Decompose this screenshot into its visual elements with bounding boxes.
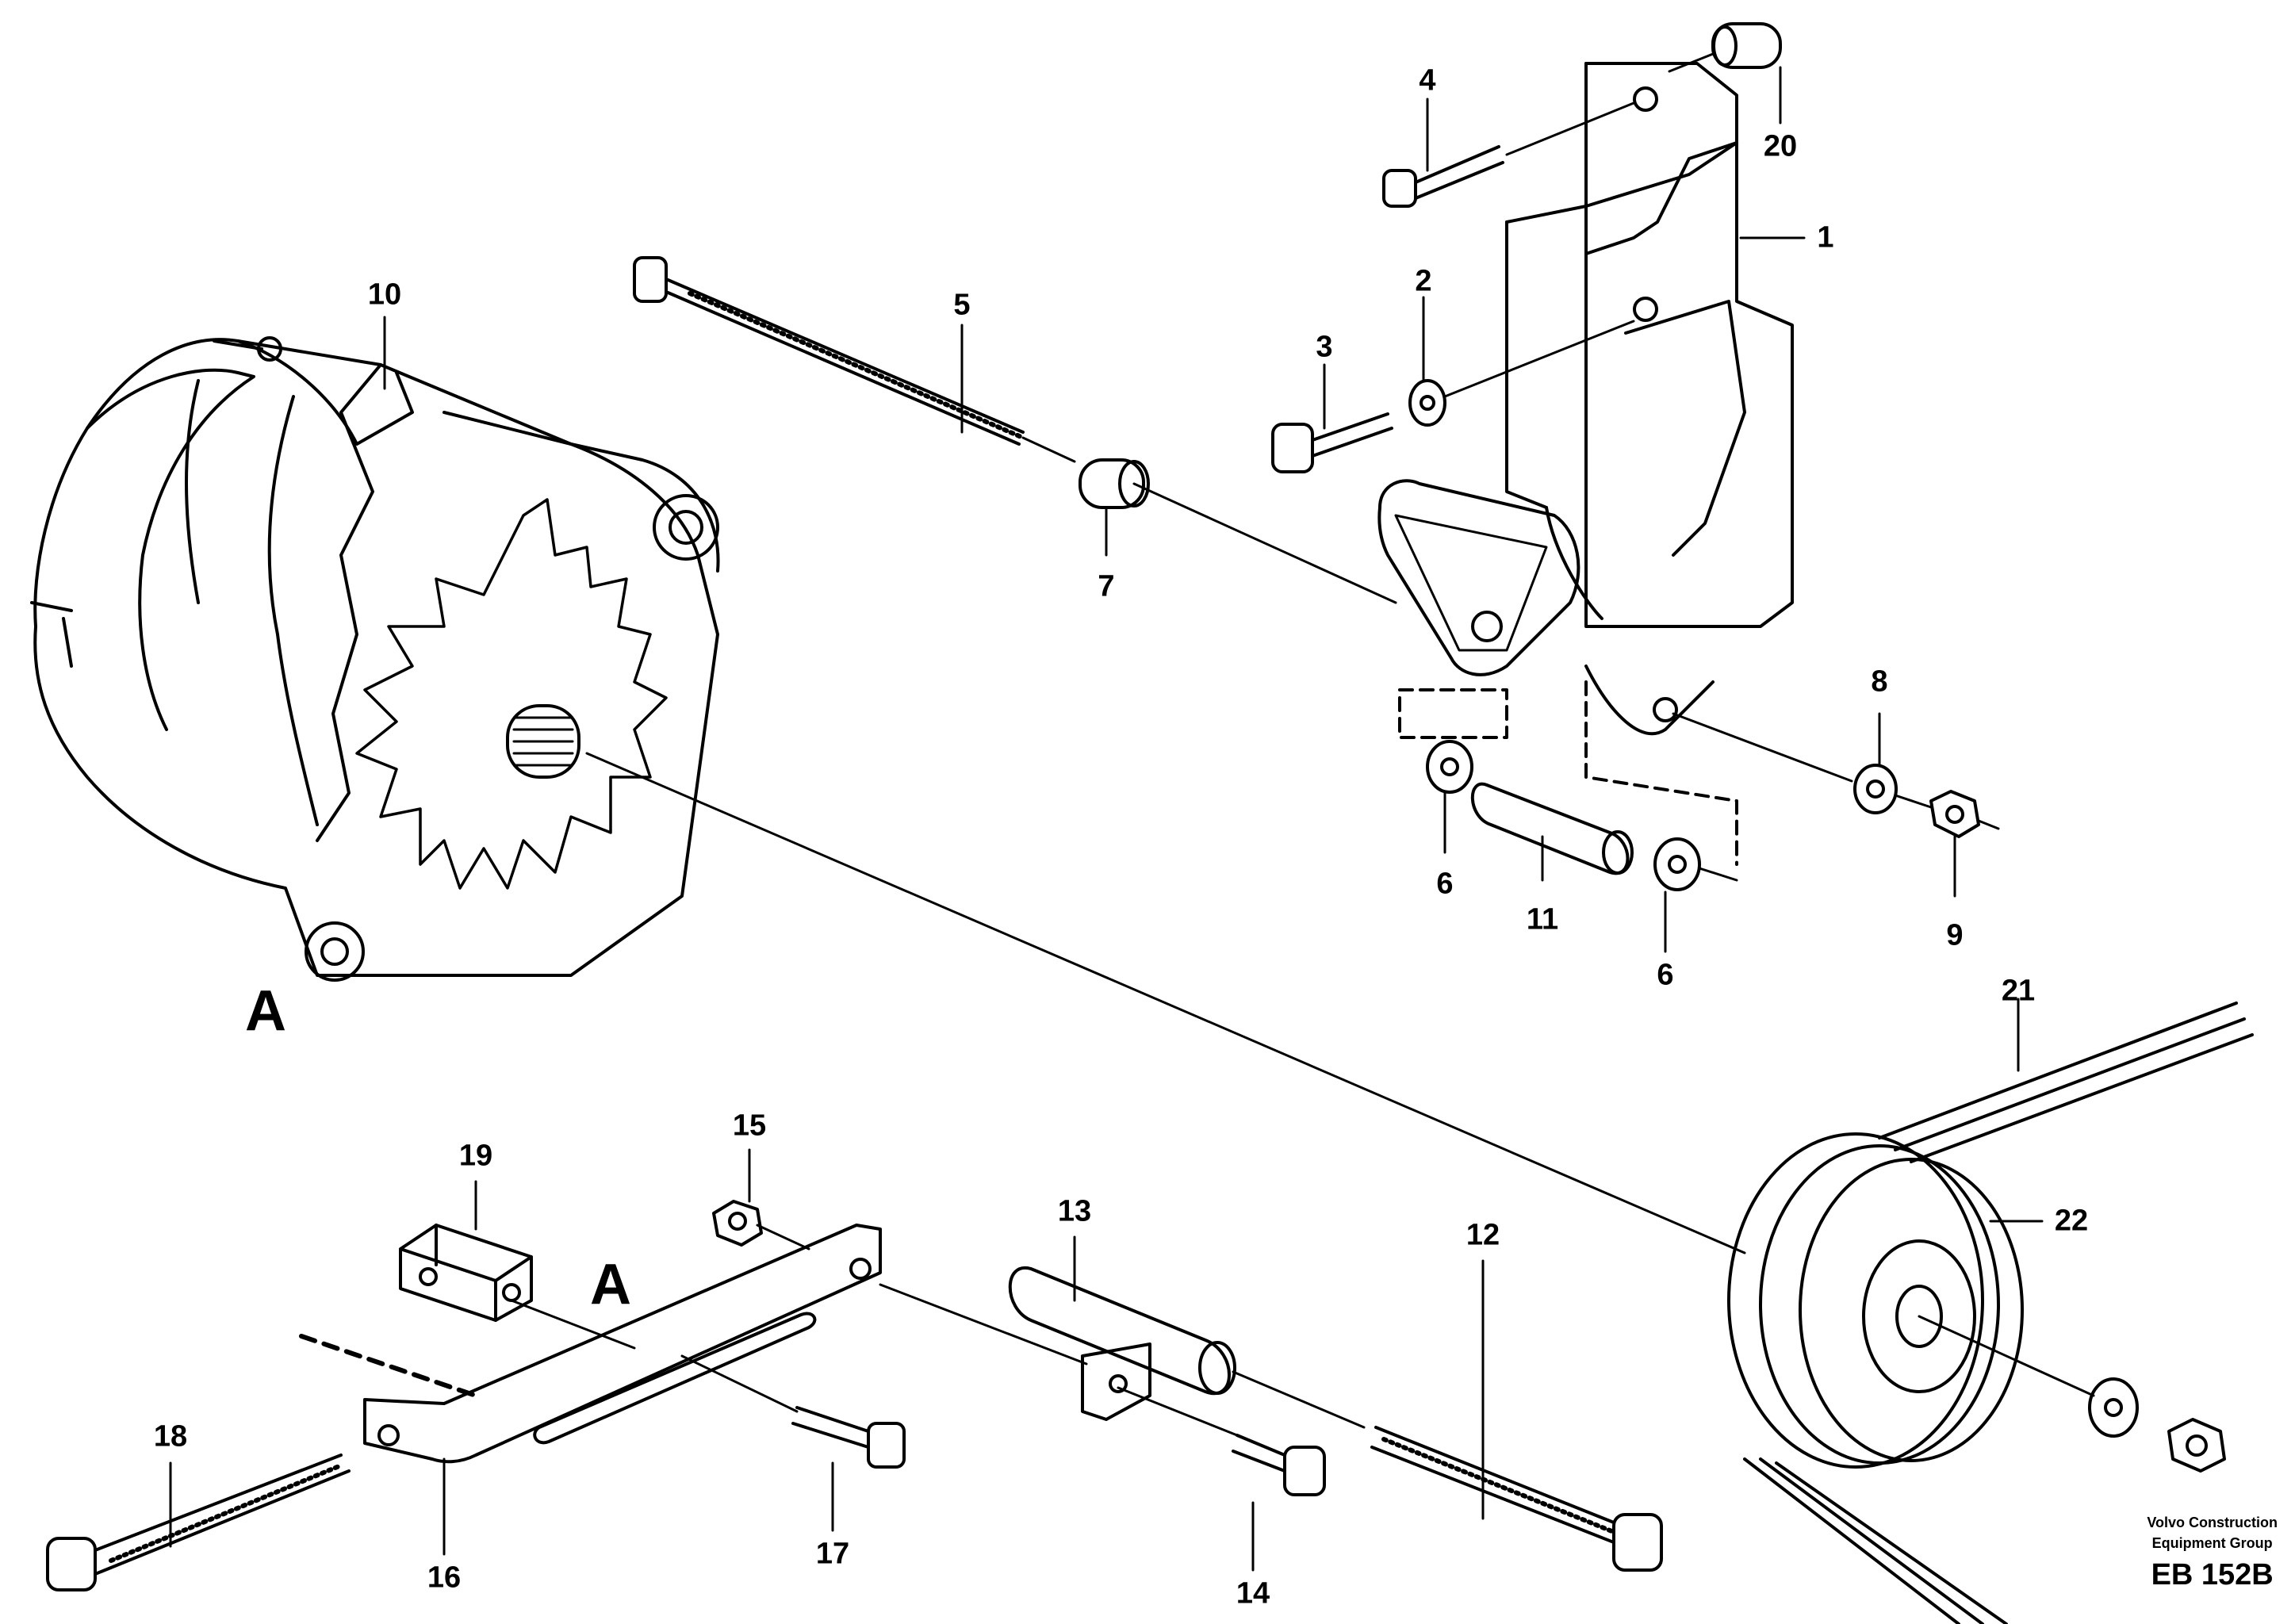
bracket-13: [879, 1266, 1366, 1437]
nut-15: [712, 1200, 810, 1251]
pin-11: [1470, 782, 1634, 875]
company-name-line-1: Volvo Construction: [2147, 1515, 2278, 1530]
callout-8: 8: [1871, 665, 1888, 699]
callout-20: 20: [1763, 129, 1798, 163]
callout-7: 7: [1098, 569, 1115, 603]
callout-17: 17: [815, 1537, 850, 1571]
callout-19: 19: [458, 1139, 493, 1173]
callout-16: 16: [427, 1561, 462, 1595]
bolt-17: [680, 1354, 906, 1469]
adjusting-bar-16: [299, 1224, 882, 1464]
alternator: [30, 336, 720, 982]
callout-18: 18: [153, 1419, 188, 1454]
bolt-14: [1232, 1434, 1326, 1496]
callout-6-left: 6: [1436, 867, 1454, 901]
callout-12: 12: [1466, 1218, 1500, 1252]
washer-6-right: [1653, 837, 1738, 891]
view-label-bracket: A: [590, 1253, 631, 1316]
callout-4: 4: [1419, 63, 1436, 98]
callout-21: 21: [2001, 974, 2036, 1008]
pulley-washer: [2088, 1377, 2139, 1438]
bolt-12: [1370, 1426, 1663, 1572]
v-belt-21: [1743, 1002, 2254, 1624]
company-name-line-2: Equipment Group: [2151, 1535, 2273, 1551]
pulley-22: [1727, 1132, 2095, 1469]
bolt-4: [1382, 102, 1635, 208]
callout-5: 5: [953, 288, 971, 322]
block-19: [399, 1224, 636, 1350]
view-label-alternator: A: [245, 979, 286, 1043]
bolt-3: [1271, 412, 1393, 473]
washer-2: [1408, 320, 1635, 427]
drawing-code: EB 152B: [2151, 1558, 2274, 1591]
callout-13: 13: [1057, 1194, 1092, 1228]
callout-3: 3: [1316, 330, 1333, 364]
spacer-7: [1079, 458, 1397, 604]
callout-6-right: 6: [1657, 958, 1674, 992]
callout-15: 15: [732, 1109, 767, 1143]
pulley-nut: [2167, 1418, 2226, 1473]
callout-1: 1: [1817, 220, 1834, 255]
callout-11: 11: [1526, 902, 1559, 936]
leader-lines: [169, 66, 2044, 1572]
callout-9: 9: [1946, 918, 1964, 952]
nut-9: [1894, 790, 2000, 838]
washer-8: [1672, 712, 1898, 814]
bolt-18: [46, 1454, 351, 1591]
washer-6-left: [1426, 740, 1473, 794]
assembly-axis-line: [585, 752, 1746, 1254]
bolt-5: [633, 256, 1076, 463]
callout-2: 2: [1415, 264, 1432, 298]
callout-14: 14: [1236, 1576, 1270, 1611]
callout-10: 10: [367, 278, 402, 312]
callout-22: 22: [2054, 1204, 2089, 1238]
sleeve-20: [1668, 22, 1782, 73]
title-block: Volvo Construction Equipment Group EB 15…: [2147, 1512, 2278, 1592]
bracket: [1377, 62, 1794, 866]
